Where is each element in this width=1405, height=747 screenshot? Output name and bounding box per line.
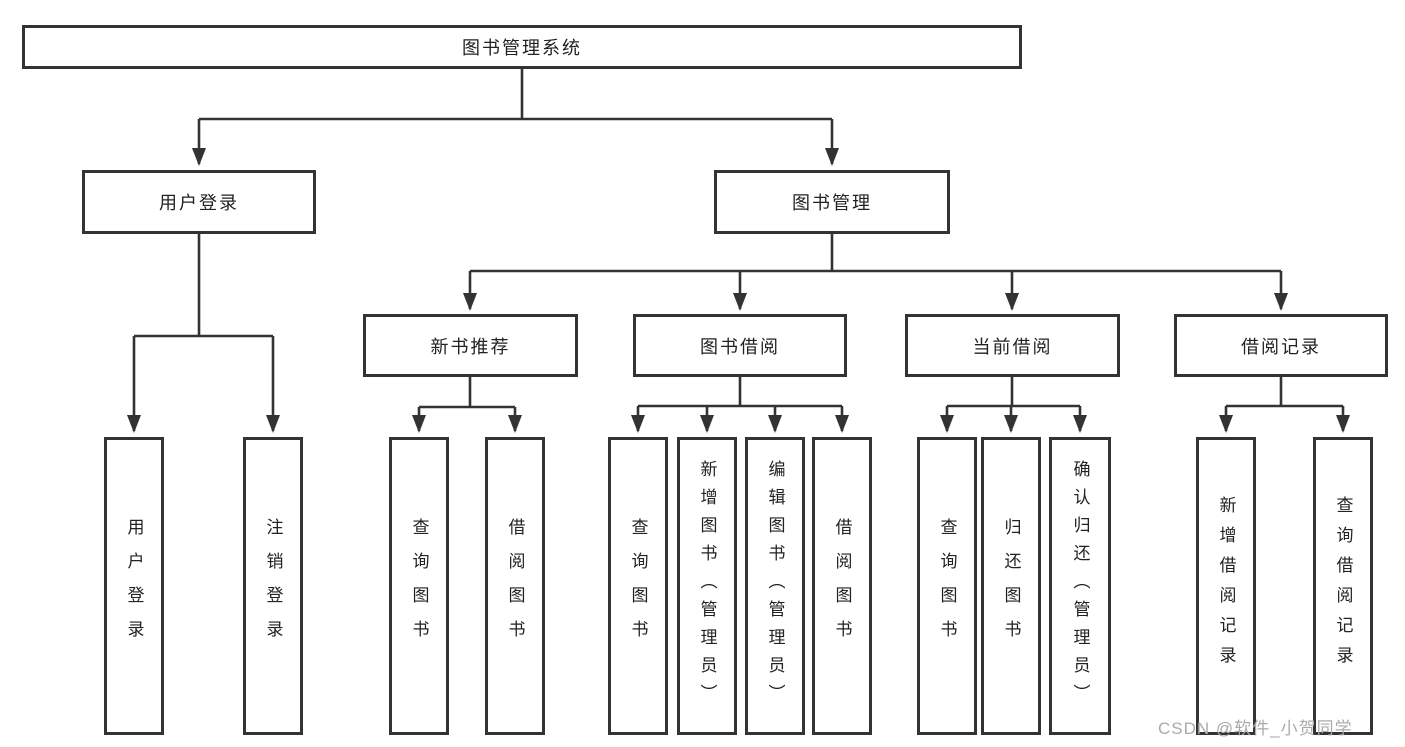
leaf-add-books-admin: 新增图书（管理员）	[677, 437, 737, 735]
node-label: 图书管理	[792, 193, 872, 213]
node-label: 查询图书	[628, 518, 648, 654]
leaf-confirm-return-admin: 确认归还（管理员）	[1049, 437, 1111, 735]
node-user-login: 用户登录	[82, 170, 316, 234]
leaf-borrow-books-recommend: 借阅图书	[485, 437, 545, 735]
node-label: 新书推荐	[430, 336, 511, 357]
node-label: 注销登录	[263, 518, 283, 654]
leaf-add-borrow-record: 新增借阅记录	[1196, 437, 1256, 735]
node-label: 查询图书	[409, 518, 429, 654]
node-label: 图书管理系统	[462, 38, 582, 58]
leaf-borrow-books: 借阅图书	[812, 437, 872, 735]
node-label: 确认归还（管理员）	[1070, 460, 1090, 712]
leaf-logout: 注销登录	[243, 437, 303, 735]
node-label: 编辑图书（管理员）	[765, 460, 785, 712]
leaf-query-books: 查询图书	[608, 437, 668, 735]
node-label: 归还图书	[1001, 518, 1021, 654]
leaf-query-books-recommend: 查询图书	[389, 437, 449, 735]
leaf-return-books: 归还图书	[981, 437, 1041, 735]
node-current-borrowing: 当前借阅	[905, 314, 1120, 377]
node-label: 用户登录	[124, 518, 144, 654]
node-label: 当前借阅	[972, 336, 1053, 357]
node-label: 借阅记录	[1241, 336, 1321, 357]
node-root-library-system: 图书管理系统	[22, 25, 1022, 69]
node-book-management: 图书管理	[714, 170, 950, 234]
node-label: 用户登录	[159, 193, 239, 213]
node-book-borrowing: 图书借阅	[633, 314, 847, 377]
node-label: 新增借阅记录	[1216, 496, 1236, 676]
node-label: 新增图书（管理员）	[697, 460, 717, 712]
leaf-query-borrow-record: 查询借阅记录	[1313, 437, 1373, 735]
node-label: 查询图书	[937, 518, 957, 654]
leaf-query-books-current: 查询图书	[917, 437, 977, 735]
node-label: 借阅图书	[505, 518, 525, 654]
node-label: 查询借阅记录	[1333, 496, 1353, 676]
leaf-user-login: 用户登录	[104, 437, 164, 735]
csdn-watermark: CSDN @软件_小贺同学	[1158, 719, 1353, 738]
node-borrowing-records: 借阅记录	[1174, 314, 1388, 377]
node-label: 图书借阅	[700, 336, 780, 357]
leaf-edit-books-admin: 编辑图书（管理员）	[745, 437, 805, 735]
node-label: 借阅图书	[832, 518, 852, 654]
node-new-book-recommend: 新书推荐	[363, 314, 578, 377]
